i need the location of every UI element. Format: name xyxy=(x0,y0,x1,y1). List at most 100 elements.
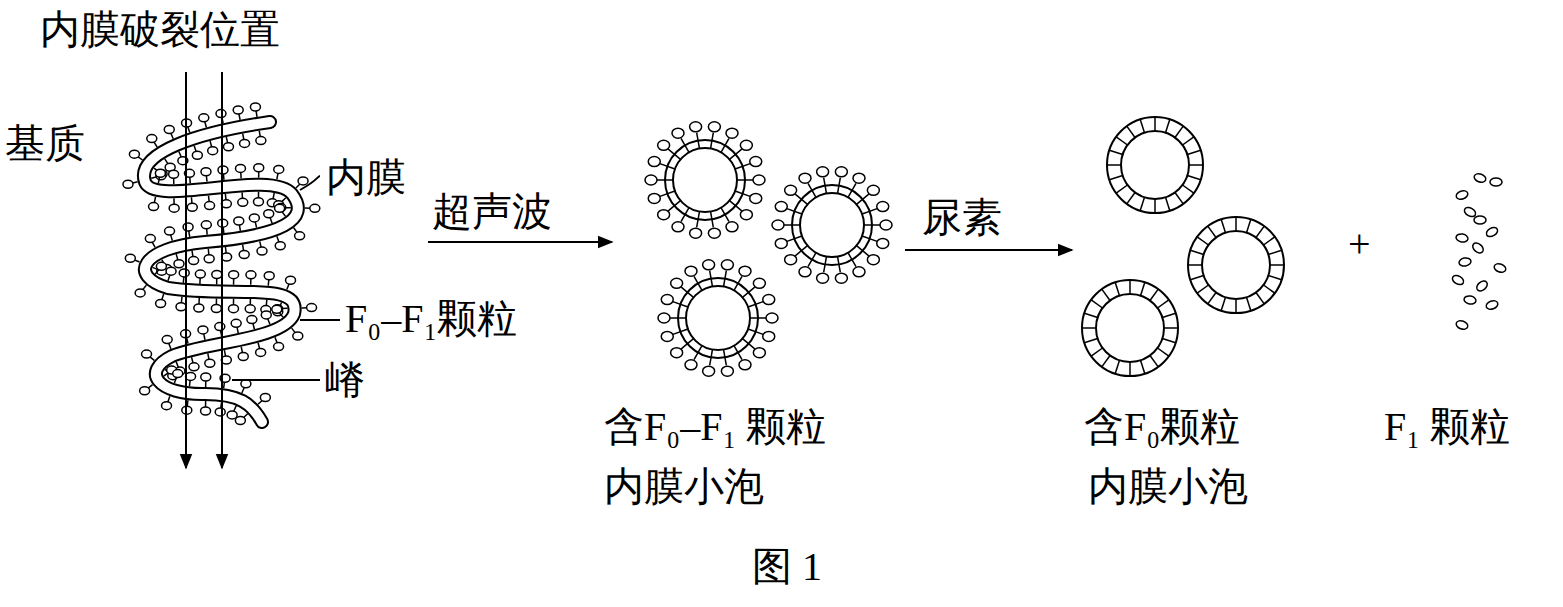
f0-segment xyxy=(1221,219,1225,232)
f0-segment xyxy=(1256,293,1264,304)
f0-stalk xyxy=(857,246,869,256)
f1-head xyxy=(264,272,274,280)
f0-stalk xyxy=(225,247,227,253)
f0-stalk xyxy=(268,319,270,325)
f0-stalk xyxy=(711,212,714,228)
f1-head xyxy=(195,270,205,278)
f0-segment xyxy=(1270,264,1284,266)
part-label: 内膜 xyxy=(326,156,406,200)
f0-stalk xyxy=(205,401,207,407)
f0-segment xyxy=(1141,360,1145,373)
f0-stalk xyxy=(168,275,170,281)
f1-head xyxy=(274,165,284,173)
f0-stalk xyxy=(681,339,693,349)
f1-head xyxy=(766,313,778,323)
f1-head xyxy=(256,348,266,356)
f0-stalk xyxy=(787,209,802,214)
f0-stalk xyxy=(748,329,763,334)
f0-segment xyxy=(1166,119,1170,132)
f0-stalk xyxy=(670,317,686,319)
f1-head xyxy=(186,372,196,380)
break-arrow xyxy=(221,72,223,468)
f0-stalk xyxy=(225,194,227,200)
f0-segment xyxy=(1115,282,1119,295)
f0-segment xyxy=(1141,282,1145,295)
f0-stalk xyxy=(224,350,225,356)
figure-caption: 图 1 xyxy=(752,545,822,589)
f1-head xyxy=(240,139,250,147)
f1-head xyxy=(753,278,765,288)
f0-stalk xyxy=(242,245,244,251)
f0-stalk xyxy=(673,329,688,334)
f0-stalk xyxy=(750,317,766,319)
f1-head xyxy=(817,273,829,283)
f0-stalk xyxy=(260,241,261,247)
vesicle-outer xyxy=(1082,280,1178,376)
f1-head xyxy=(310,204,320,212)
f1-head xyxy=(750,157,762,167)
f1-head xyxy=(147,135,157,143)
f1-head xyxy=(772,220,784,230)
f1-head xyxy=(189,363,199,371)
f1-head xyxy=(703,366,715,376)
leader-line xyxy=(232,379,320,381)
f1-head xyxy=(703,260,715,270)
vesicle-outer xyxy=(665,140,745,220)
process-label: 超声波 xyxy=(432,190,552,234)
f1-head xyxy=(763,295,775,305)
f0-stalk xyxy=(735,164,750,169)
f0-stalk xyxy=(208,353,209,359)
f1-head xyxy=(235,417,245,425)
f0-segment xyxy=(1164,327,1178,329)
f1-head xyxy=(174,260,184,268)
f1-head xyxy=(149,203,159,211)
f1-head xyxy=(173,370,183,378)
f0-stalk xyxy=(697,133,700,149)
vesicle-inner xyxy=(1096,294,1164,362)
f1-head xyxy=(205,202,215,210)
f1-head xyxy=(853,267,865,277)
f0-segment xyxy=(1247,297,1251,310)
f1-head xyxy=(867,255,879,265)
stage-label: F₁ 颗粒 xyxy=(1384,405,1510,449)
f1-head xyxy=(205,359,215,367)
f1-head xyxy=(142,350,152,358)
f1-particle xyxy=(1455,189,1469,201)
vesicles xyxy=(645,117,1507,376)
f1-head xyxy=(229,271,239,279)
f1-head xyxy=(275,242,285,250)
f0-stalk xyxy=(277,173,278,179)
f1-head xyxy=(721,260,733,270)
f0-segment xyxy=(1102,356,1110,367)
f0-segment xyxy=(1116,185,1127,193)
f0-stalk xyxy=(694,346,702,360)
f0-segment xyxy=(1162,313,1175,317)
f1-head xyxy=(176,303,186,311)
f1-head xyxy=(234,217,244,225)
f0-stalk xyxy=(862,236,877,241)
f0-stalk xyxy=(824,257,827,273)
f0-segment xyxy=(1158,348,1169,356)
f0-stalk xyxy=(660,164,675,169)
f1-head xyxy=(753,348,765,358)
f1-head xyxy=(264,210,274,218)
f0-segment xyxy=(1107,164,1121,166)
f1-head xyxy=(223,143,233,151)
f1-head xyxy=(295,232,305,240)
f1-head xyxy=(169,204,179,212)
f0-segment xyxy=(1183,137,1194,145)
f1-particle xyxy=(1485,299,1499,311)
f0-segment xyxy=(1162,339,1175,343)
f0-segment xyxy=(1150,356,1158,367)
f0-stalk xyxy=(660,191,675,196)
f1-head xyxy=(125,254,135,262)
f1-head xyxy=(215,323,225,331)
f0-stalk xyxy=(681,208,689,222)
f0-segment xyxy=(1197,237,1208,245)
f0-stalk xyxy=(848,253,856,267)
f0-segment xyxy=(1189,164,1203,166)
f1-head xyxy=(194,304,204,312)
f0-stalk xyxy=(787,236,802,241)
f0-stalk xyxy=(258,192,260,198)
f0-stalk xyxy=(179,152,181,157)
